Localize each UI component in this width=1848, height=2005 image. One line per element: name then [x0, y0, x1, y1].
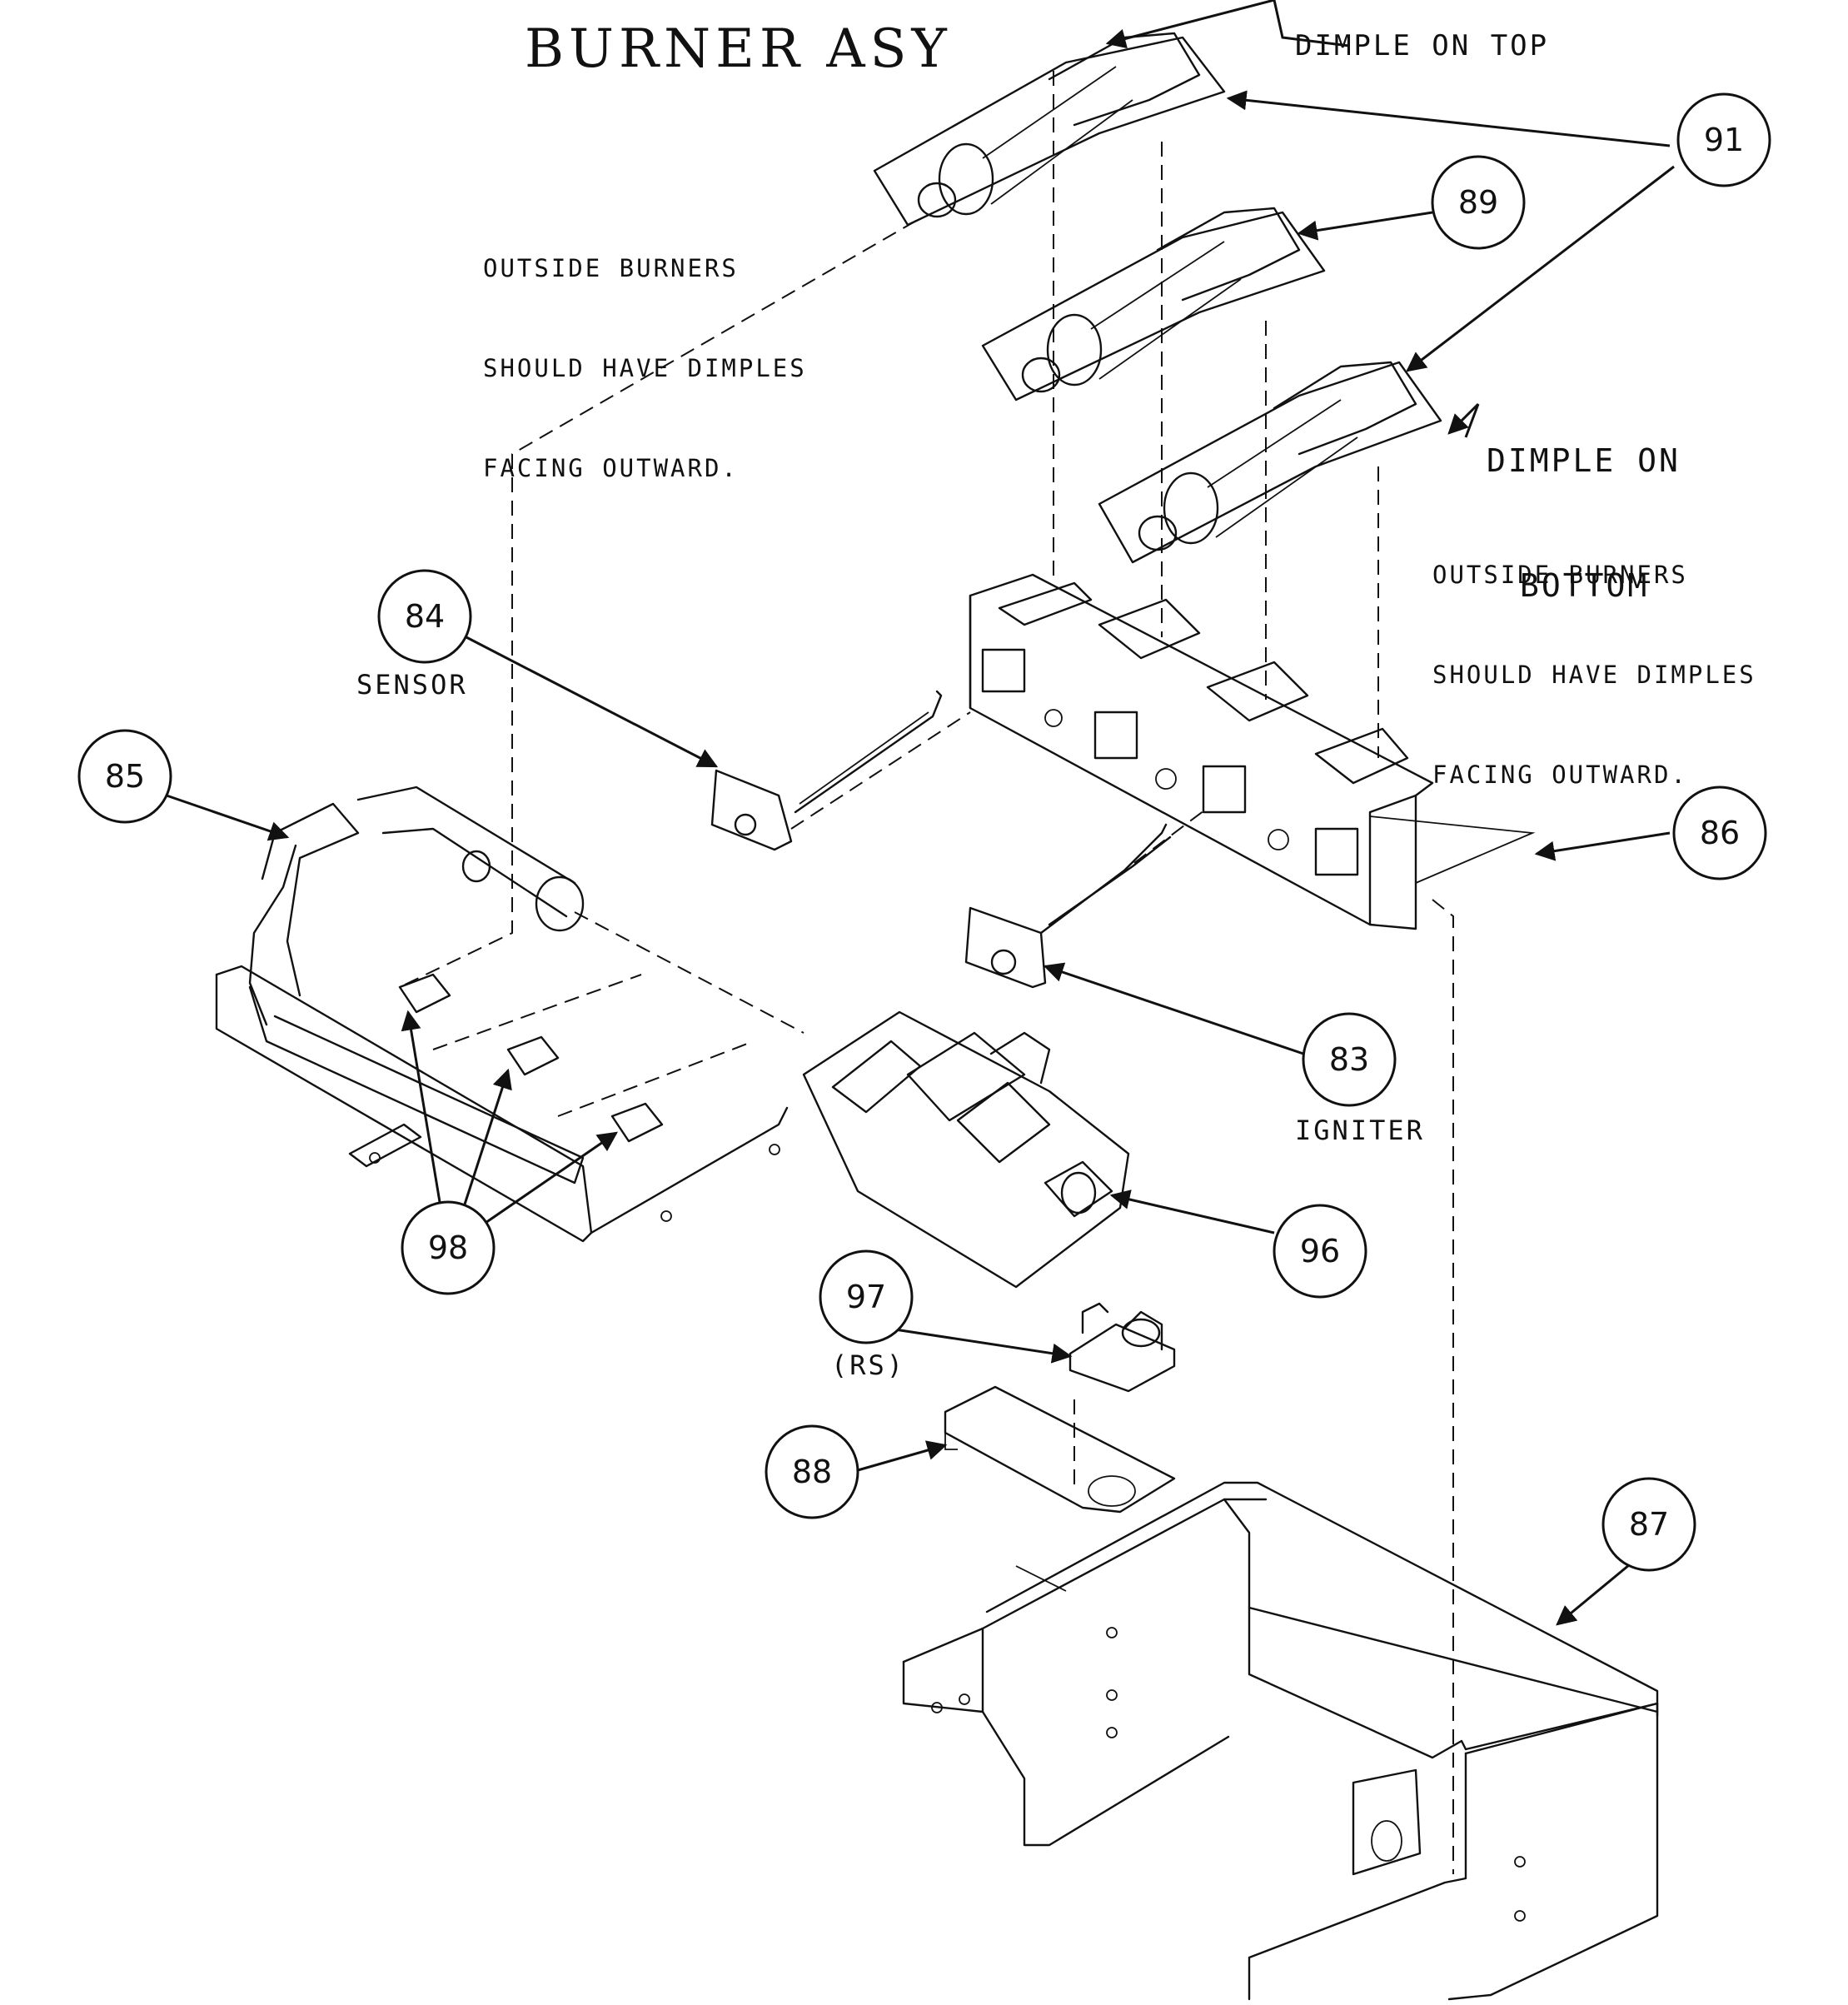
rollout-switch — [1068, 1302, 1176, 1393]
outside-burners-note-right: OUTSIDE BURNERS SHOULD HAVE DIMPLES FACI… — [1432, 491, 1756, 825]
burner-middle — [981, 207, 1326, 401]
burner-bottom — [1098, 361, 1442, 564]
svg-text:87: 87 — [1629, 1506, 1669, 1543]
callout-98: 98 — [401, 1200, 496, 1295]
gas-valve — [802, 1010, 1130, 1289]
rollout-switch-label: (RS) — [831, 1349, 906, 1381]
svg-text:97: 97 — [846, 1279, 886, 1315]
dimple-bottom-line-2: BOTTOM — [1520, 567, 1650, 604]
svg-text:83: 83 — [1329, 1041, 1369, 1078]
burner-manifold-box — [969, 573, 1536, 930]
igniter-label: IGNITER — [1295, 1115, 1425, 1146]
sensor-label: SENSOR — [356, 669, 468, 701]
note-left-line-2: SHOULD HAVE DIMPLES — [483, 354, 807, 382]
callout-86: 86 — [1672, 786, 1767, 880]
outside-burners-note-left: OUTSIDE BURNERS SHOULD HAVE DIMPLES FACI… — [483, 185, 807, 518]
callout-83: 83 — [1302, 1012, 1397, 1107]
callout-91: 91 — [1676, 92, 1771, 187]
svg-text:84: 84 — [405, 598, 445, 635]
svg-text:91: 91 — [1704, 122, 1744, 158]
callout-88: 88 — [765, 1424, 859, 1519]
note-right-line-3: FACING OUTWARD. — [1432, 761, 1688, 789]
callout-89: 89 — [1431, 155, 1526, 250]
callout-85: 85 — [77, 729, 172, 824]
callout-87: 87 — [1601, 1477, 1696, 1572]
svg-text:86: 86 — [1700, 815, 1740, 851]
gas-manifold-pipe — [215, 786, 789, 1243]
callout-96: 96 — [1273, 1204, 1367, 1299]
note-right-line-1: OUTSIDE BURNERS — [1432, 561, 1688, 589]
burner-base-pan — [902, 1481, 1659, 2001]
note-right-line-2: SHOULD HAVE DIMPLES — [1432, 661, 1756, 689]
svg-text:96: 96 — [1300, 1233, 1340, 1269]
igniter — [964, 823, 1172, 989]
leader-lines — [166, 0, 1675, 1626]
flame-sensor — [710, 690, 943, 851]
dimple-on-bottom-note: DIMPLE ON BOTTOM — [1487, 357, 1681, 648]
svg-text:98: 98 — [428, 1229, 468, 1266]
dimple-bottom-line-1: DIMPLE ON — [1487, 442, 1681, 479]
alignment-lines — [399, 71, 1454, 1874]
note-left-line-3: FACING OUTWARD. — [483, 454, 739, 482]
dimple-on-top-note: DIMPLE ON TOP — [1295, 29, 1550, 62]
diagram-title: BURNER ASY — [525, 18, 952, 80]
svg-text:89: 89 — [1458, 184, 1498, 221]
orifices — [398, 973, 664, 1143]
rollout-bracket — [944, 1385, 1176, 1514]
callout-97: 97 — [819, 1249, 914, 1344]
svg-text:85: 85 — [105, 758, 145, 795]
callout-84: 84 — [377, 569, 472, 664]
svg-text:88: 88 — [792, 1454, 832, 1490]
note-left-line-1: OUTSIDE BURNERS — [483, 254, 739, 282]
